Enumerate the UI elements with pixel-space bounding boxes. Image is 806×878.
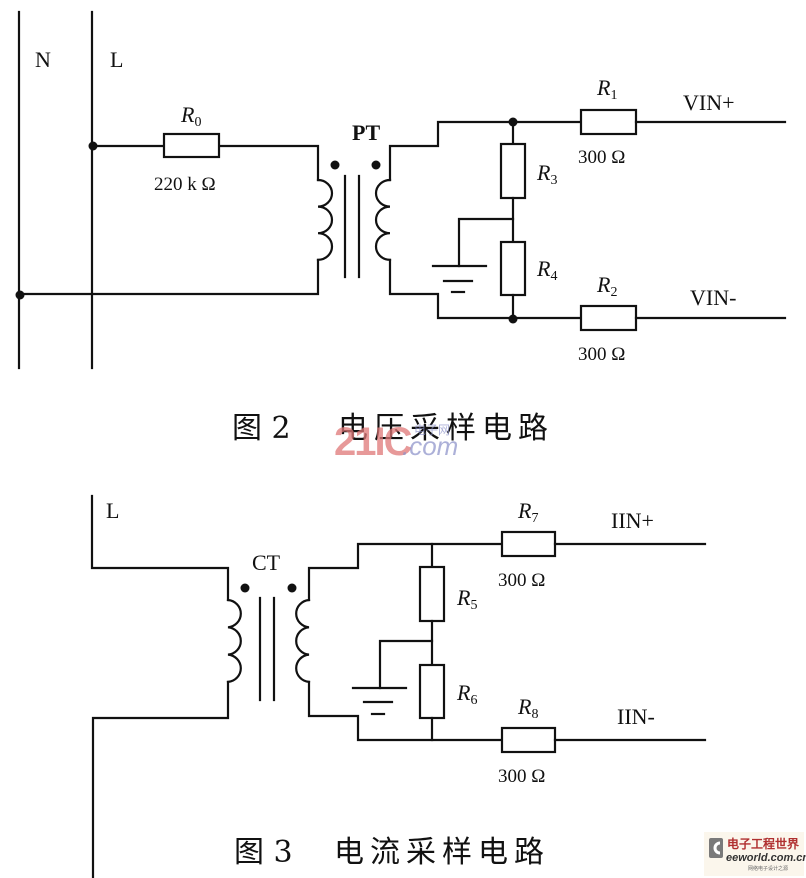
ct-primary-coil: [226, 598, 242, 684]
secondary-bottom-wire: [388, 258, 583, 320]
r6-label: R6: [456, 680, 477, 708]
ct-label: CT: [252, 550, 281, 575]
ct-ground-tap-wire: [378, 639, 434, 690]
figure-2-caption-title: 电压采样电路: [338, 411, 554, 446]
primary-bottom-wire: [17, 258, 320, 296]
pt-primary-polarity-dot: [330, 160, 340, 170]
21ic-brand-text: 21IC: [334, 420, 412, 464]
figure-3-current-sampling-circuit: L CT R5 R6 R7 300 Ω IIN+: [90, 494, 707, 878]
21ic-domain-text: .com: [402, 431, 458, 461]
r7-label: R7: [517, 498, 538, 526]
pt-primary-coil: [316, 178, 334, 261]
ground-icon: [431, 264, 488, 294]
live-rail-label: L: [110, 47, 123, 72]
ct-ground-icon: [351, 686, 408, 716]
resistor-r4: [499, 240, 527, 297]
ct-secondary-bottom-wire: [307, 680, 504, 742]
r8-value: 300 Ω: [498, 766, 545, 787]
secondary-top-wire: [388, 120, 583, 182]
neutral-junction-dot: [15, 290, 25, 300]
pt-label: PT: [352, 120, 380, 145]
ct-secondary-top-wire: [307, 542, 504, 602]
figure-3-caption-number: 图 3: [234, 835, 293, 870]
r2-value: 300 Ω: [578, 344, 625, 365]
resistor-r1: [579, 108, 638, 136]
figure-2-voltage-sampling-circuit: N L R0 220 k Ω PT R3 R4: [15, 10, 787, 446]
resistor-r7: [500, 530, 557, 558]
eeworld-title: 电子工程世界: [727, 836, 799, 851]
r4-label: R4: [536, 256, 557, 284]
resistor-r3: [499, 142, 527, 200]
figure-2-caption-number: 图 2: [232, 411, 291, 446]
r5-label: R5: [456, 585, 477, 613]
resistor-r8: [500, 726, 557, 754]
r2-label: R2: [596, 272, 617, 300]
eeworld-tagline: 网络电子设计之源: [748, 865, 788, 872]
pt-secondary-coil: [374, 178, 392, 261]
r1-value: 300 Ω: [578, 147, 625, 168]
iin-minus-label: IIN-: [617, 704, 655, 729]
eeworld-url: eeworld.com.cn: [726, 852, 806, 864]
r0-label: R0: [180, 102, 201, 130]
figure-3-caption-title: 电流采样电路: [334, 835, 550, 870]
resistor-r5: [418, 565, 446, 623]
r0-value: 220 k Ω: [154, 174, 216, 195]
eeworld-watermark: 电子工程世界 eeworld.com.cn 网络电子设计之源: [704, 832, 806, 876]
iin-plus-label: IIN+: [611, 508, 654, 533]
pt-secondary-polarity-dot: [371, 160, 381, 170]
ct-secondary-coil: [295, 598, 311, 684]
r3-label: R3: [536, 160, 557, 188]
ground-tap-wire: [457, 217, 515, 268]
live-input-wire: [90, 494, 230, 602]
21ic-cn-text: 电子网: [414, 423, 450, 437]
vin-minus-label: VIN-: [690, 285, 736, 310]
ct-live-label: L: [106, 498, 119, 523]
resistor-r2: [579, 304, 638, 332]
resistor-r6: [418, 663, 446, 720]
ct-primary-polarity-dot: [240, 583, 250, 593]
vin-plus-label: VIN+: [683, 90, 735, 115]
r8-label: R8: [517, 694, 538, 722]
ct-secondary-polarity-dot: [287, 583, 297, 593]
r7-value: 300 Ω: [498, 570, 545, 591]
r1-label: R1: [596, 75, 617, 103]
live-junction-dot: [88, 141, 98, 151]
resistor-r0: [162, 132, 221, 159]
neutral-rail-label: N: [35, 47, 51, 72]
live-return-wire: [91, 680, 230, 878]
21ic-watermark: 21IC .com 电子网: [334, 420, 458, 464]
